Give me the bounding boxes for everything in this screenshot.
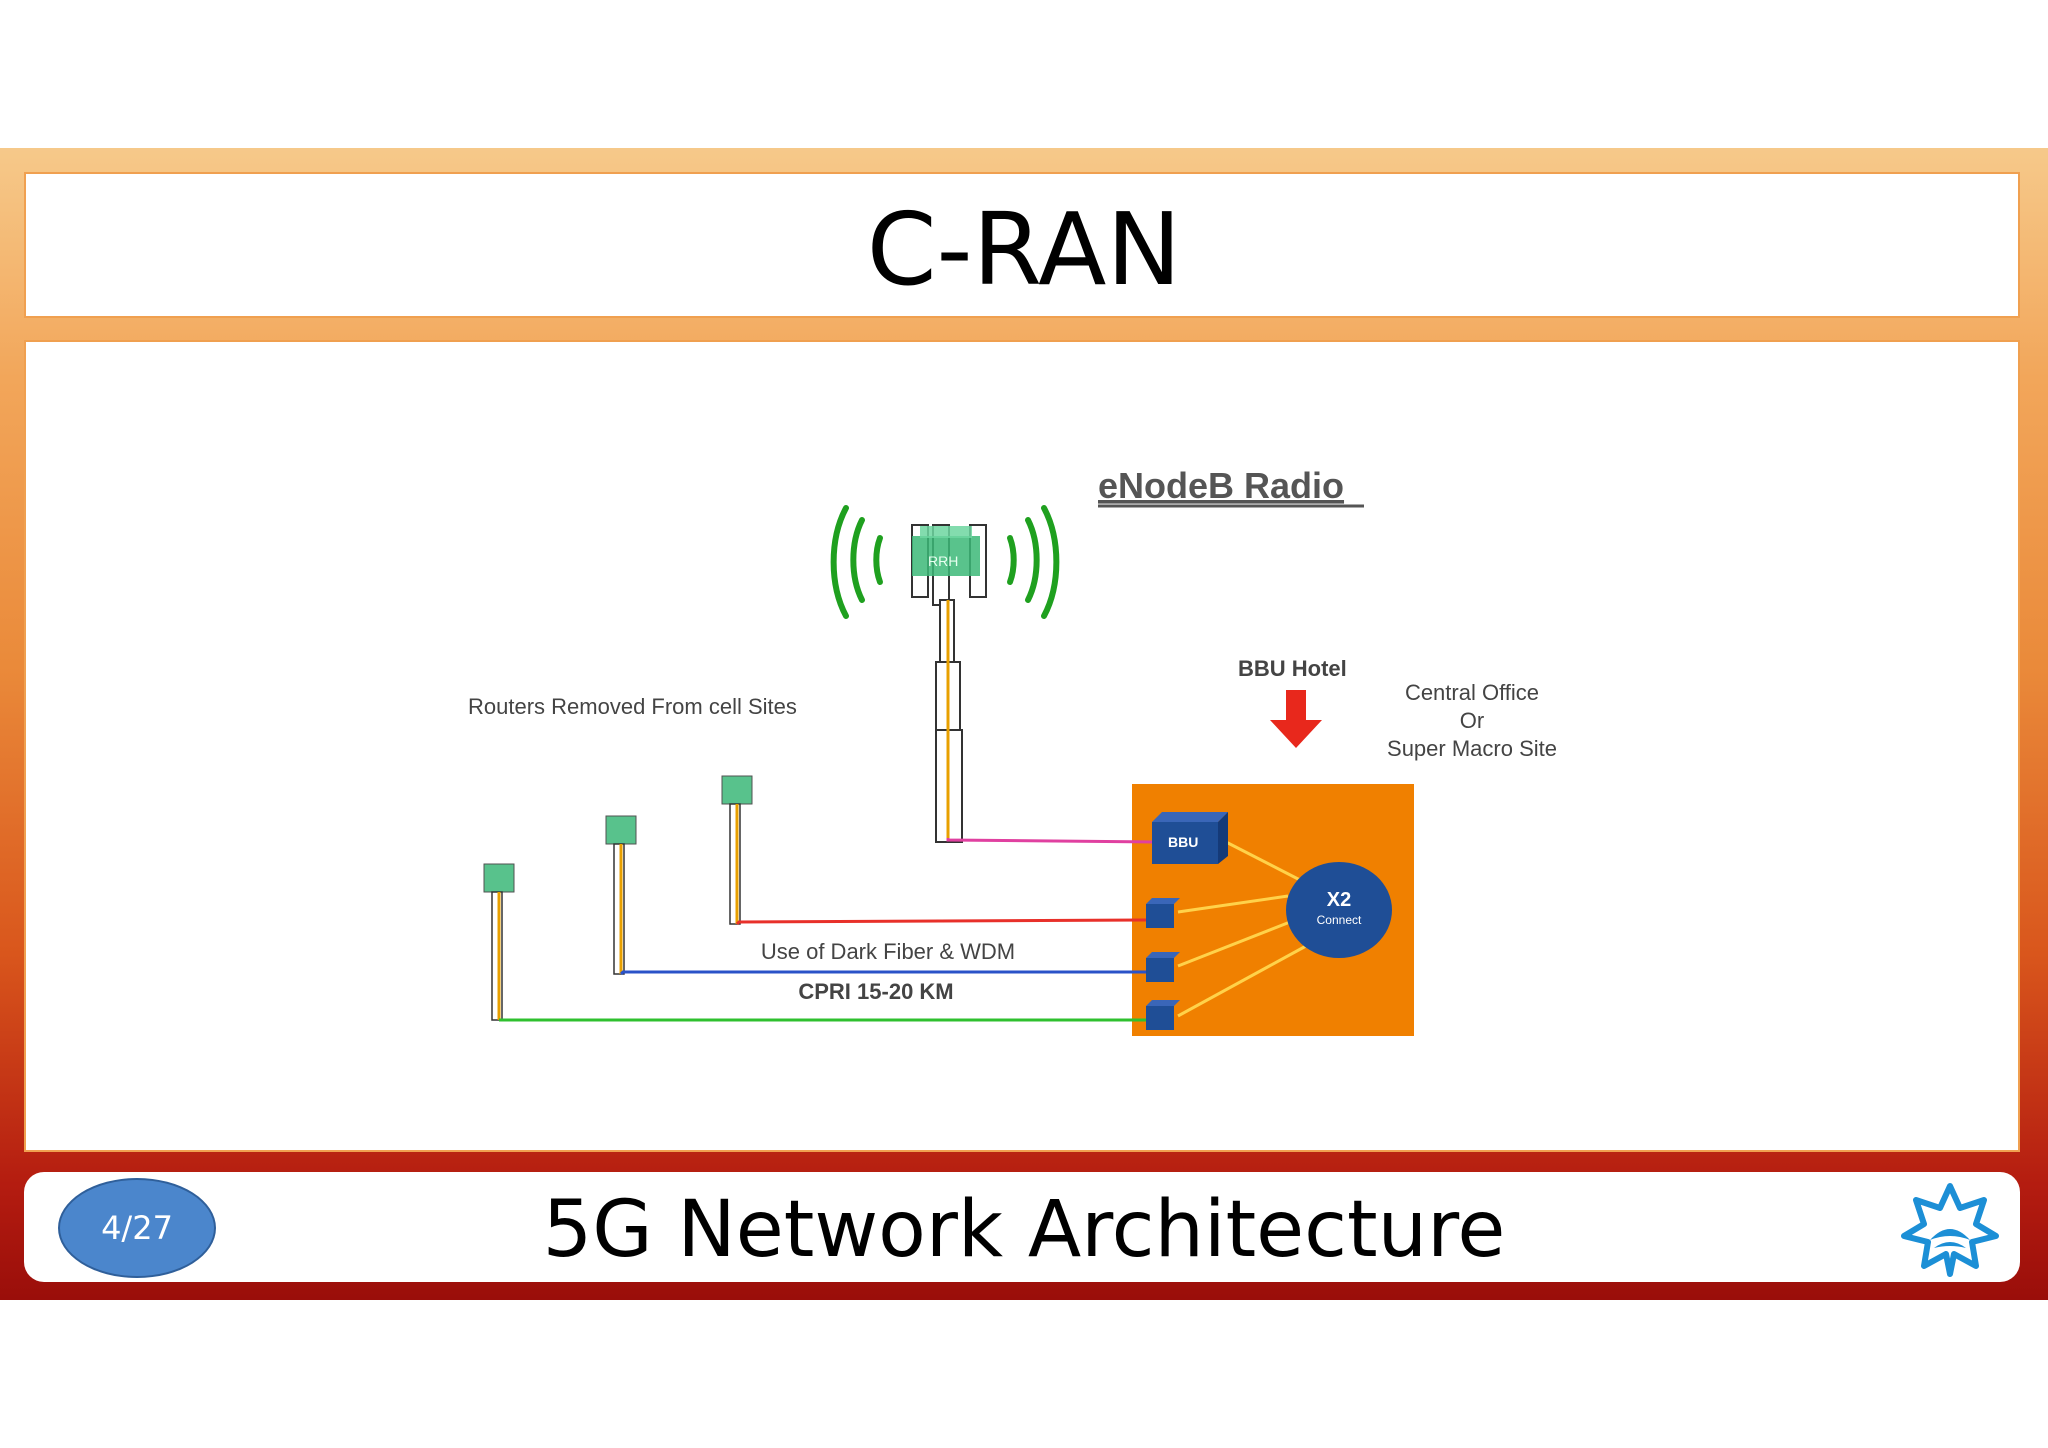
fiber-line-red [735,918,1147,926]
port-node [1146,1000,1180,1030]
rrh-label: RRH [928,553,958,569]
routers-removed-label: Routers Removed From cell Sites [468,694,797,719]
fiber-line-magenta [946,838,1153,844]
port-node [1146,952,1180,982]
x2-connect-node [1286,862,1392,958]
dark-fiber-label: Use of Dark Fiber & WDM [761,939,1015,964]
bbu-node: BBU [1152,812,1228,864]
university-logo-icon [1901,1183,1999,1277]
page-number-badge: 4/27 [58,1178,216,1278]
antenna-tower-icon: RRH [911,524,987,843]
antenna-tower-icon [721,775,753,925]
cpri-label: CPRI 15-20 KM [798,979,953,1004]
bbu-hotel-label: BBU Hotel [1238,656,1347,681]
x2-connect-label: Connect [1317,913,1362,927]
slide-title: C-RAN [866,191,1182,308]
antenna-tower-icon [483,863,515,1021]
x2-label: X2 [1327,889,1351,911]
signal-wave-icon [830,505,1060,619]
antenna-tower-icon [605,815,637,975]
port-node [1146,898,1180,928]
central-office-or: Or [1460,708,1484,733]
title-panel [24,172,2020,318]
super-macro-site-label: Super Macro Site [1387,736,1557,761]
content-panel [24,340,2020,1152]
central-office-label: Central Office [1405,680,1539,705]
bbu-label: BBU [1168,834,1198,850]
x2-connection-lines [1177,840,1307,1018]
enodeb-radio-label: eNodeB Radio [1098,465,1344,506]
down-arrow-icon [1270,690,1322,748]
fiber-line-blue [619,970,1146,976]
footer-panel [24,1172,2020,1282]
footer-title: 5G Network Architecture [542,1185,1506,1275]
